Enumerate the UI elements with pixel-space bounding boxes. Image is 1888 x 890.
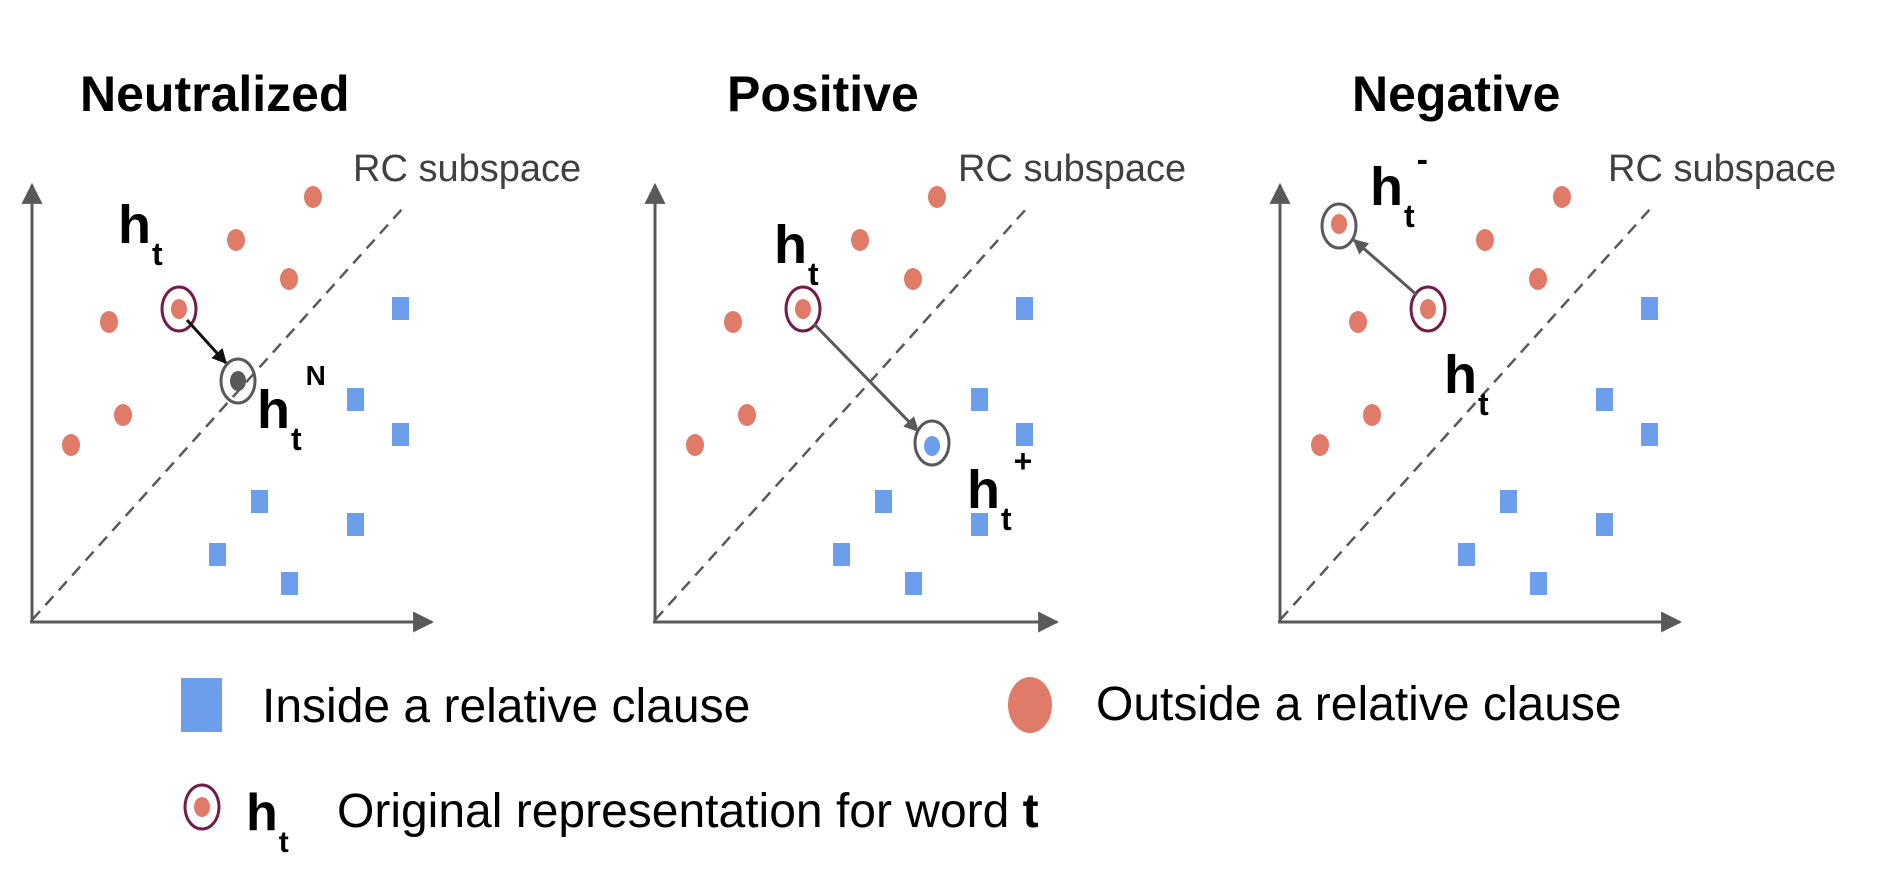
inside-point [833, 543, 850, 566]
inside-point [1641, 297, 1658, 320]
outside-point [686, 434, 704, 456]
panel-negative: Negative RC subspace [1269, 66, 1836, 633]
outside-point [1476, 229, 1494, 251]
inside-point [1016, 297, 1033, 320]
result-representation [1320, 202, 1358, 250]
outside-point [1349, 311, 1367, 333]
result-representation [913, 419, 951, 467]
inside-point [875, 490, 892, 513]
inside-points [833, 297, 1033, 595]
inside-points [209, 297, 409, 595]
outside-point [114, 404, 132, 426]
panel-title: Negative [1352, 66, 1560, 122]
legend-outside-label: Outside a relative clause [1096, 678, 1622, 731]
rc-subspace-label: RC subspace [1608, 148, 1836, 190]
legend-original-swatch [183, 783, 221, 831]
inside-point [971, 513, 988, 536]
rc-subspace-label: RC subspace [353, 148, 581, 190]
outside-point [1553, 186, 1571, 208]
shift-arrow [1352, 238, 1418, 297]
inside-point [905, 572, 922, 595]
inside-point [209, 543, 226, 566]
original-label: ht [1444, 345, 1489, 422]
outside-point [1311, 434, 1329, 456]
inside-point [1641, 423, 1658, 446]
legend-outside-swatch [1008, 677, 1052, 733]
panel-title: Positive [727, 66, 919, 122]
legend-inside-label: Inside a relative clause [262, 680, 750, 733]
rc-subspace-boundary [1279, 207, 1652, 621]
inside-point [1458, 543, 1475, 566]
legend: Inside a relative clause Outside a relat… [181, 677, 1622, 859]
outside-point [851, 229, 869, 251]
inside-point [347, 388, 364, 411]
outside-points [686, 186, 946, 456]
rc-subspace-label: RC subspace [958, 148, 1186, 190]
original-representation [160, 285, 198, 333]
outside-point [304, 186, 322, 208]
outside-point [227, 229, 245, 251]
inside-point [392, 297, 409, 320]
shift-arrow [185, 318, 228, 365]
neutralized-label: htN [257, 360, 326, 457]
panel-title: Neutralized [80, 66, 350, 122]
outside-point [1529, 268, 1547, 290]
inside-point [347, 513, 364, 536]
positive-label: ht+ [967, 443, 1032, 537]
legend-original-symbol: ht [246, 784, 289, 859]
original-label: ht [118, 195, 163, 272]
inside-point [1596, 513, 1613, 536]
rc-subspace-boundary [31, 207, 404, 621]
inside-point [251, 490, 268, 513]
rc-subspace-boundary [654, 207, 1028, 621]
inside-point [1500, 490, 1517, 513]
inside-points [1458, 297, 1658, 595]
outside-point [1363, 404, 1381, 426]
outside-point [904, 268, 922, 290]
inside-point [971, 388, 988, 411]
shift-arrow [812, 322, 920, 433]
inside-point [1596, 388, 1613, 411]
inside-point [281, 572, 298, 595]
outside-points [1311, 186, 1571, 456]
negative-label: ht- [1370, 141, 1428, 234]
result-representation [219, 357, 257, 405]
panel-neutralized: Neutralized RC subspace [21, 66, 581, 633]
inside-point [1530, 572, 1547, 595]
inside-point [392, 423, 409, 446]
outside-points [62, 186, 322, 456]
panel-positive: Positive RC subspace [644, 66, 1186, 633]
inside-point [1016, 423, 1033, 446]
outside-point [724, 311, 742, 333]
outside-point [62, 434, 80, 456]
outside-point [738, 404, 756, 426]
original-representation [784, 285, 822, 333]
outside-point [280, 268, 298, 290]
outside-point [928, 186, 946, 208]
original-label: ht [774, 215, 819, 292]
outside-point [100, 311, 118, 333]
legend-inside-swatch [181, 678, 222, 732]
original-representation [1409, 285, 1447, 333]
legend-original-label: Original representation for word t [337, 785, 1039, 838]
